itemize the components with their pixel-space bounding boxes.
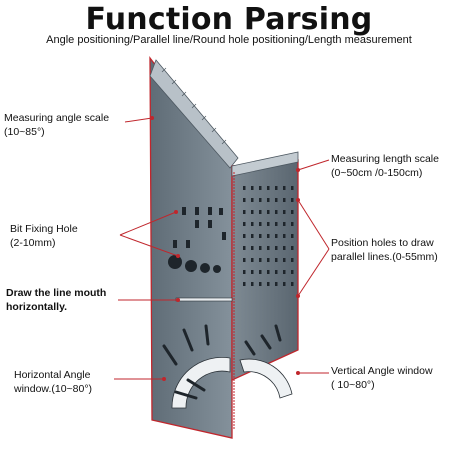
label-line-mouth: Draw the line mouth horizontally.: [6, 287, 107, 313]
angle-scale-ticks: [161, 67, 227, 145]
line-mouth-slot: [175, 297, 233, 302]
callout-lines: [114, 117, 330, 380]
label-bit-fixing-hole: Bit Fixing Hole (2-10mm): [10, 223, 78, 249]
label-angle-scale: Measuring angle scale (10~85°): [4, 112, 110, 138]
bit-fixing-holes: [168, 207, 226, 273]
callout-dots: [150, 116, 300, 381]
label-vertical-angle-window: Vertical Angle window ( 10~80°): [331, 365, 433, 391]
length-scale-strip: [231, 151, 299, 177]
label-length-scale: Measuring length scale (0~50cm /0-150cm): [331, 153, 439, 179]
label-parallel-holes: Position holes to draw parallel lines.(0…: [331, 237, 438, 263]
page-subtitle: Angle positioning/Parallel line/Round ho…: [46, 34, 412, 46]
horizontal-angle-window: [162, 324, 231, 409]
angle-scale-strip: [149, 59, 239, 169]
parallel-line-holes: [243, 186, 294, 286]
page-title: Function Parsing: [85, 2, 373, 37]
vertical-angle-window: [239, 324, 293, 399]
right-panel: [231, 159, 299, 382]
label-horizontal-angle-window: Horizontal Angle window.(10~80°): [14, 369, 93, 395]
